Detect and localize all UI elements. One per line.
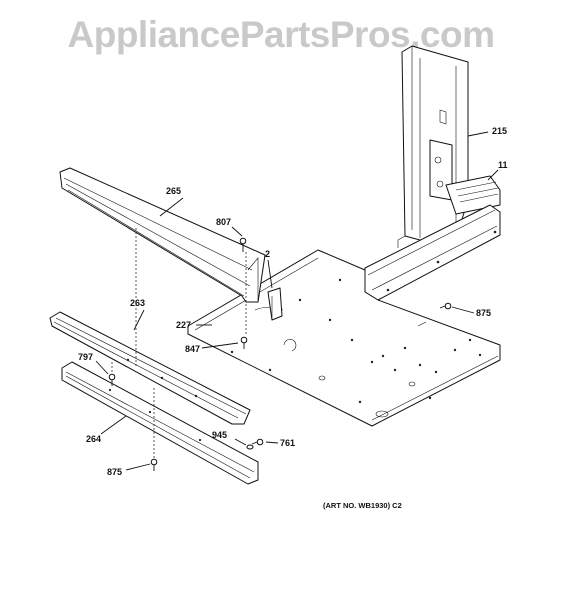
callout-761: 761: [280, 438, 295, 448]
small-bracket-part-2: [267, 287, 283, 321]
callout-215: 215: [492, 126, 507, 136]
alignment-lines: [111, 228, 247, 458]
callout-875-lower: 875: [107, 467, 122, 477]
screw-847: [240, 336, 248, 349]
screw-875-lower: [150, 458, 158, 471]
trim-strip-part-263: [49, 311, 251, 425]
callout-264: 264: [86, 434, 101, 444]
watermark-text: AppliancePartsPros.com: [67, 14, 495, 55]
screw-875-upper: [439, 302, 452, 310]
screw-761: [251, 438, 264, 446]
leader-lines: [95, 131, 499, 471]
art-number: (ART NO. WB1930) C2: [323, 501, 402, 510]
lower-trim-part-264: [61, 361, 259, 485]
callout-945: 945: [212, 430, 227, 440]
callout-11: 11: [498, 160, 508, 170]
callout-265: 265: [166, 186, 181, 196]
corner-bracket-part-11: [445, 175, 501, 215]
callout-797: 797: [78, 352, 93, 362]
front-top-rail-part-265: [59, 167, 266, 303]
side-duct-part-215: [397, 45, 469, 248]
washer-945: [246, 444, 254, 450]
callout-2: 2: [265, 249, 270, 259]
screw-807: [239, 237, 247, 252]
callout-227: 227: [176, 320, 191, 330]
callout-847: 847: [185, 344, 200, 354]
callout-875-upper: 875: [476, 308, 491, 318]
callout-263: 263: [130, 298, 145, 308]
screw-797: [108, 373, 116, 386]
callout-807: 807: [216, 217, 231, 227]
